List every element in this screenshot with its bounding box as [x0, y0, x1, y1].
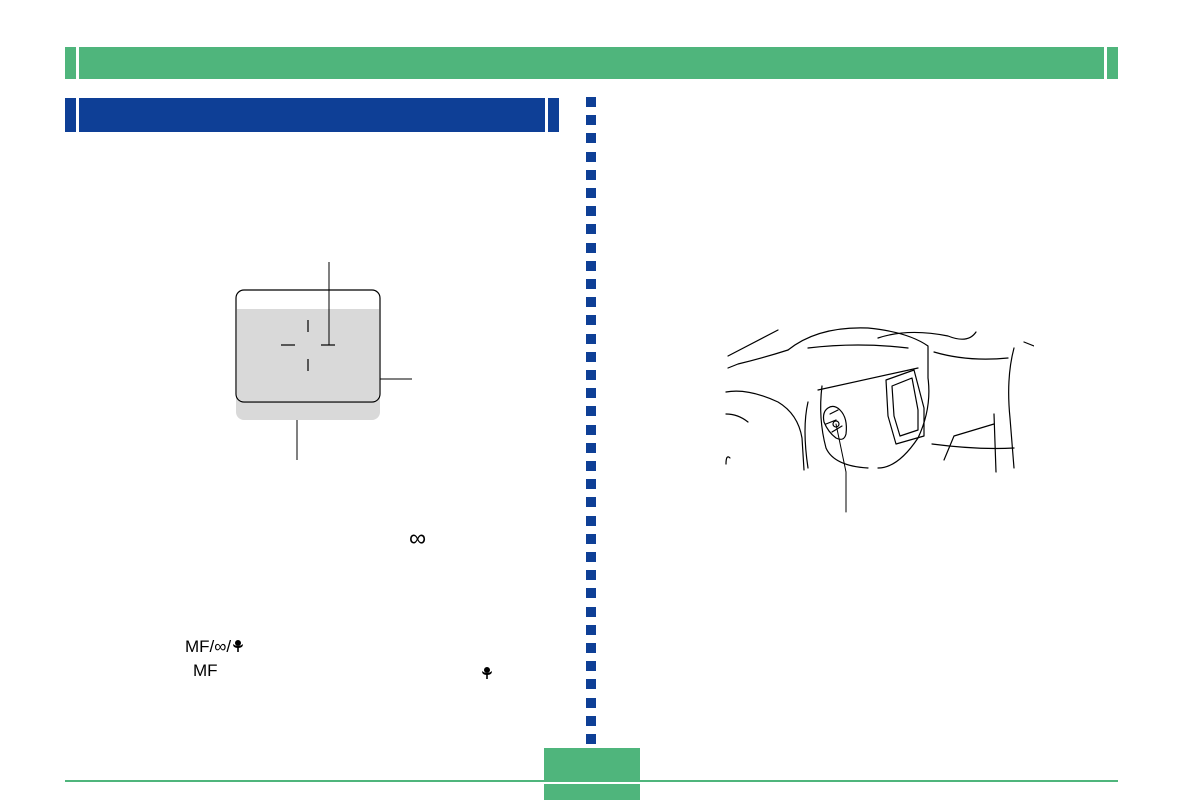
divider-dot [586, 388, 596, 398]
divider-dot [586, 588, 596, 598]
infinity-icon: ∞ [409, 525, 427, 552]
divider-dot [586, 570, 596, 580]
divider-dot [586, 315, 596, 325]
header-bar-notch-right [1104, 47, 1107, 79]
divider-dot [586, 661, 596, 671]
divider-dot [586, 734, 596, 744]
divider-dot [586, 133, 596, 143]
macro-flower-icon [233, 640, 244, 652]
divider-dot [586, 607, 596, 617]
divider-dot [586, 625, 596, 635]
divider-dot [586, 279, 596, 289]
viewfinder-diagram [235, 262, 412, 460]
divider-dot [586, 716, 596, 726]
mf-label: MF [193, 661, 218, 680]
mode-label: MF/∞/ [185, 637, 232, 656]
divider-dot [586, 352, 596, 362]
divider-dot [586, 170, 596, 180]
divider-dot [586, 461, 596, 471]
mode-indicator: MF/∞/ [185, 638, 245, 658]
divider-dot [586, 679, 596, 689]
divider-dot [586, 152, 596, 162]
divider-dot [586, 534, 596, 544]
divider-dot [586, 425, 596, 435]
focus-frame-marks [281, 320, 335, 371]
column-divider [586, 97, 596, 744]
divider-dot [586, 224, 596, 234]
macro-flower-icon [482, 667, 492, 679]
section-header-bar [65, 98, 559, 132]
page-number-tab [544, 748, 640, 800]
divider-dot [586, 643, 596, 653]
divider-dot [586, 261, 596, 271]
divider-dot [586, 698, 596, 708]
divider-dot [586, 479, 596, 489]
header-bar-notch-left [76, 47, 79, 79]
divider-dot [586, 243, 596, 253]
divider-dot [586, 188, 596, 198]
divider-dot [586, 97, 596, 107]
divider-dot [586, 370, 596, 380]
lcd-screen [237, 309, 379, 401]
section-bar-notch-right [545, 98, 548, 132]
section-bar-notch-left [76, 98, 79, 132]
divider-dot [586, 334, 596, 344]
divider-dot [586, 497, 596, 507]
divider-dot [586, 516, 596, 526]
divider-dot [586, 406, 596, 416]
divider-dot [586, 443, 596, 453]
footer-rule [65, 780, 1118, 782]
callout-lines [296, 262, 412, 460]
chapter-header-bar [65, 47, 1118, 79]
divider-dot [586, 206, 596, 216]
divider-dot [586, 552, 596, 562]
divider-dot [586, 297, 596, 307]
divider-dot [586, 115, 596, 125]
camera-illustration [725, 327, 1034, 513]
